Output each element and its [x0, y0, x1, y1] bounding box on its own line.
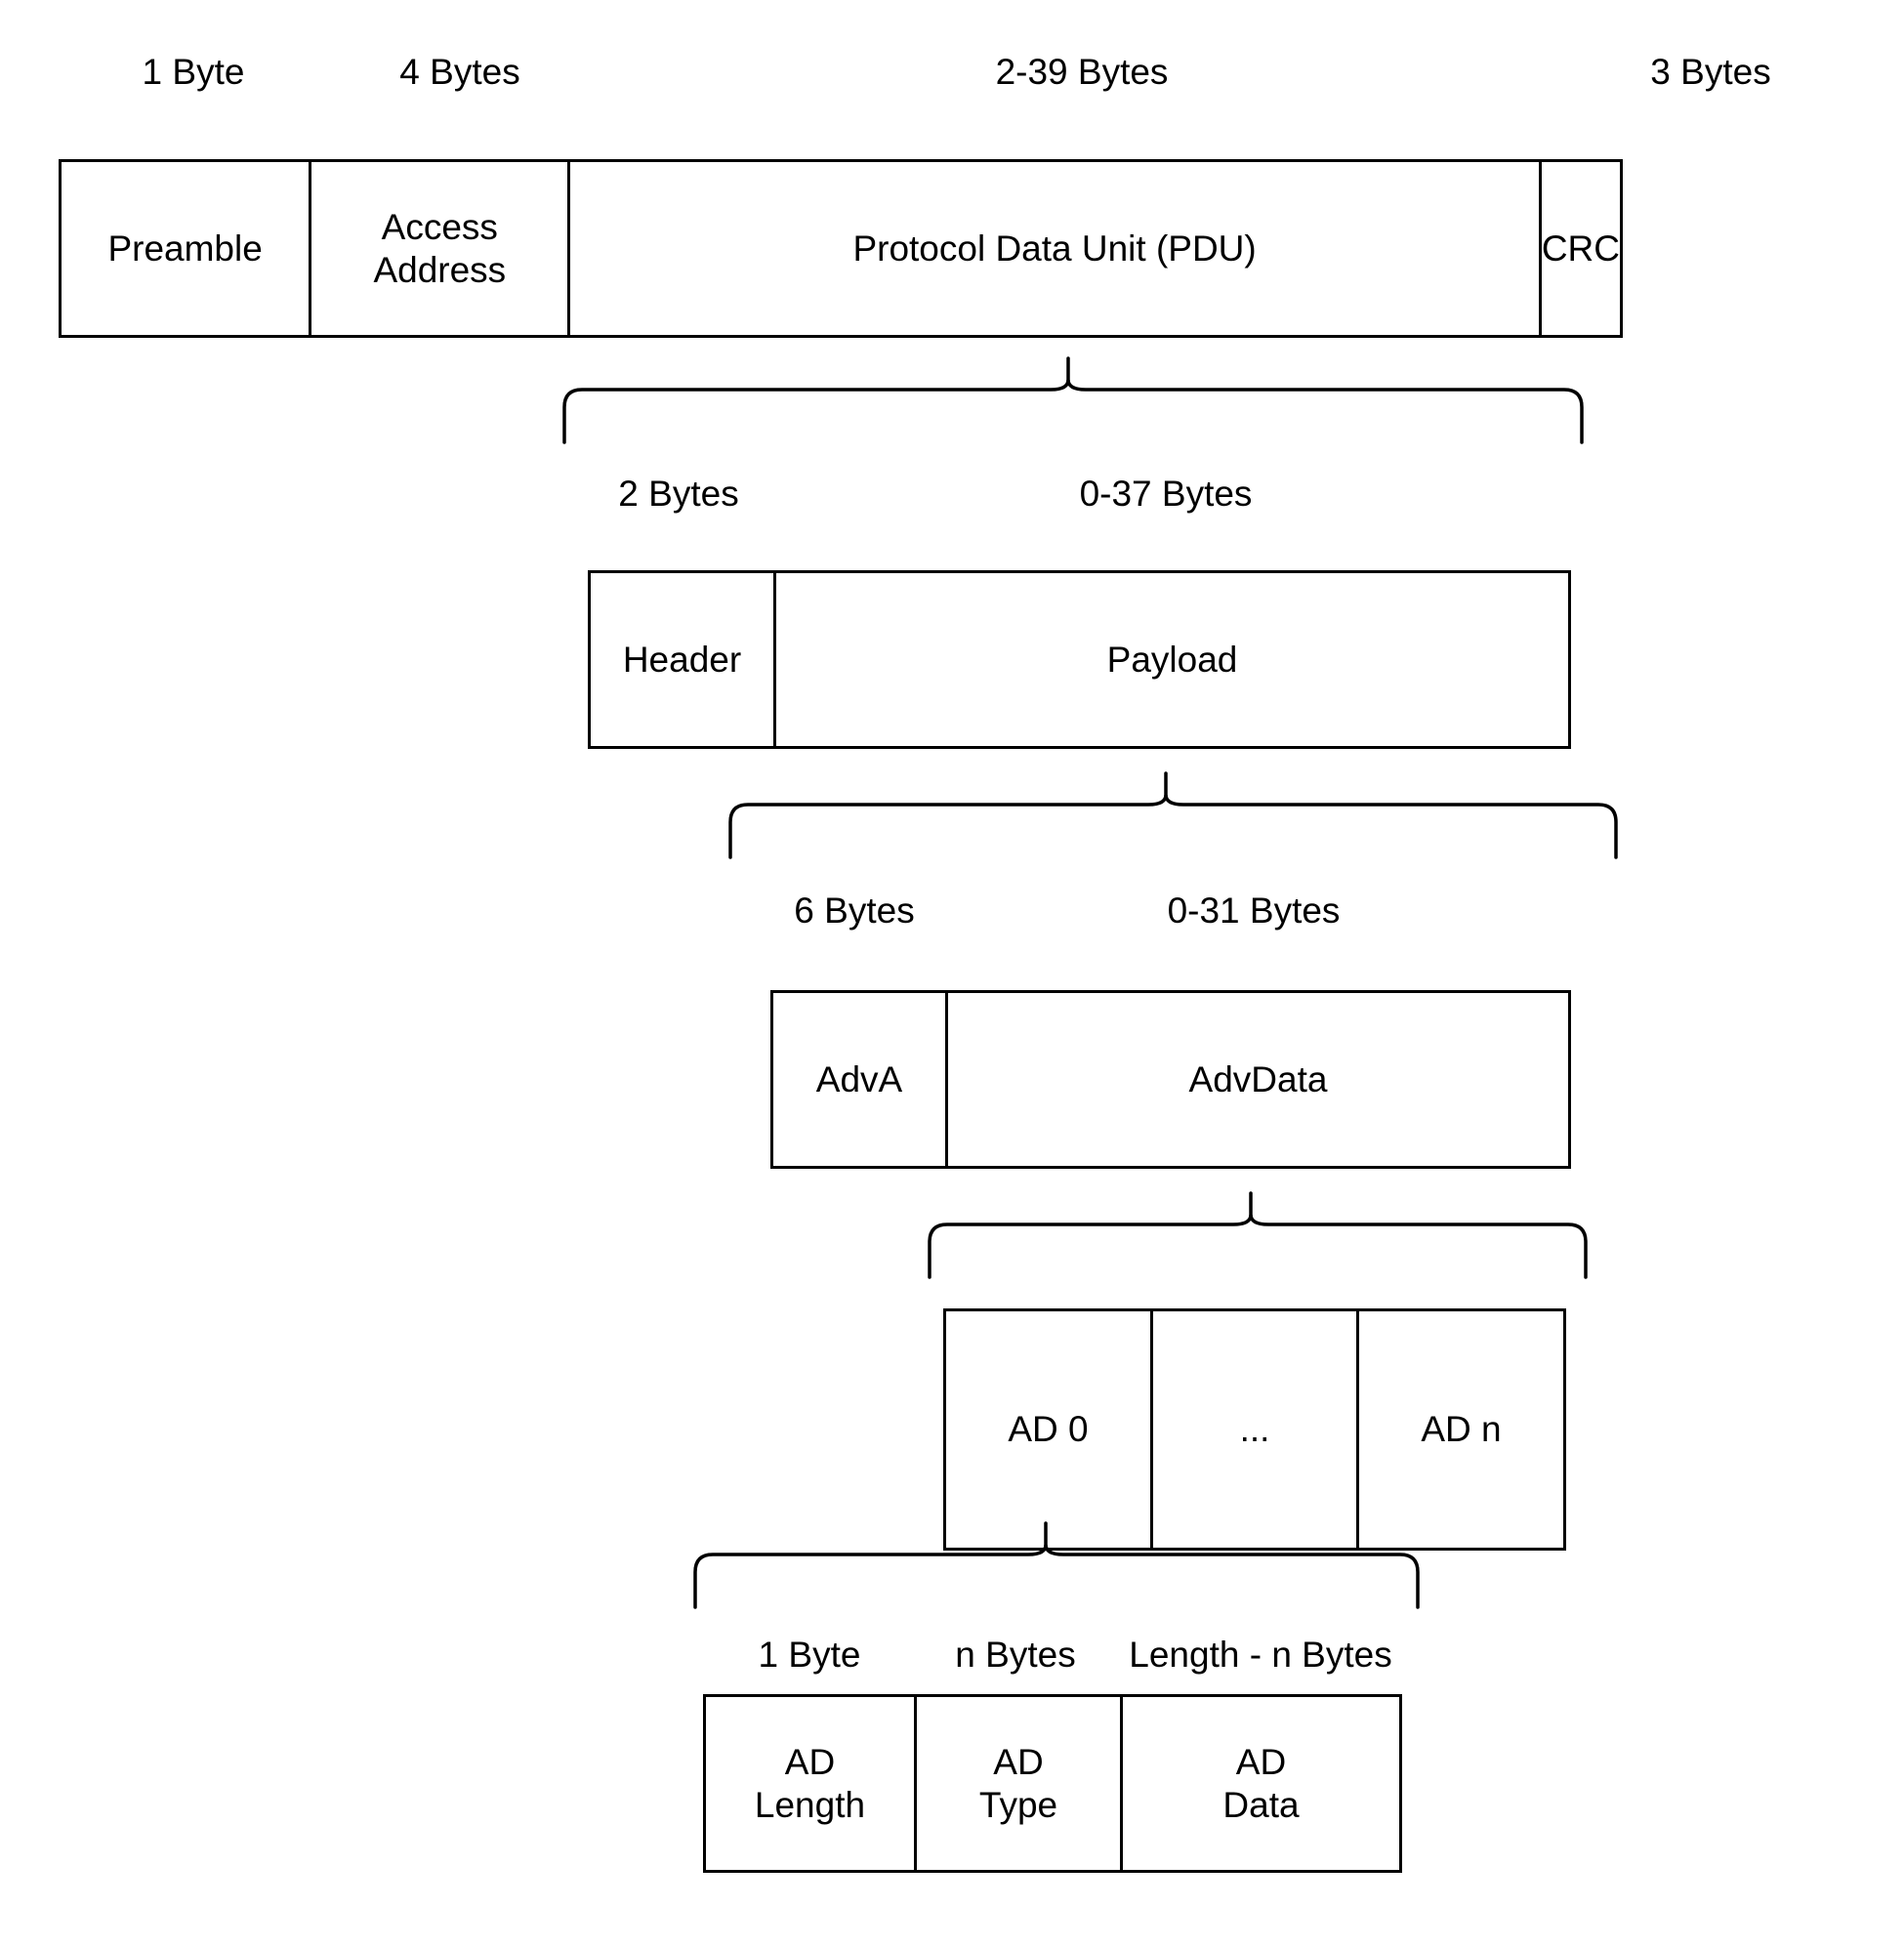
level-4-ad-list-row: AD 0 ... AD n	[943, 1308, 1566, 1551]
field-advdata: AdvData	[945, 993, 1568, 1166]
field-ad-type-label-line1: AD	[993, 1741, 1044, 1782]
size-label-ad-length: 1 Byte	[758, 1635, 861, 1675]
field-ad-length-label-line1: AD	[784, 1741, 836, 1782]
size-label-pdu: 2-39 Bytes	[995, 52, 1169, 92]
size-label-ad-data: Length - n Bytes	[1129, 1635, 1392, 1675]
level-1-packet-row: Preamble Access Address Protocol Data Un…	[59, 159, 1623, 338]
field-ad-0: AD 0	[946, 1311, 1150, 1548]
field-preamble: Preamble	[62, 162, 310, 335]
size-label-preamble: 1 Byte	[142, 52, 245, 92]
field-crc: CRC	[1538, 162, 1620, 335]
level-3-payload-row: AdvA AdvData	[770, 990, 1571, 1169]
field-crc-label: CRC	[1541, 228, 1620, 269]
level-2-pdu-row: Header Payload	[588, 570, 1571, 749]
field-ad-ellipsis-label: ...	[1239, 1409, 1270, 1450]
field-ad-data-label-line1: AD	[1235, 1741, 1287, 1782]
size-label-header: 2 Bytes	[618, 474, 739, 514]
field-ad-length-label-line2: Length	[754, 1784, 866, 1825]
brace-pdu-expand	[557, 356, 1592, 444]
field-ad-n: AD n	[1356, 1311, 1563, 1548]
brace-advdata-expand	[922, 1191, 1595, 1279]
field-pdu: Protocol Data Unit (PDU)	[567, 162, 1539, 335]
field-ad-type: AD Type	[914, 1697, 1120, 1870]
field-ad-data-label-line2: Data	[1222, 1784, 1300, 1825]
size-label-access-address: 4 Bytes	[399, 52, 520, 92]
field-access-address-label-line1: Access	[381, 206, 498, 247]
size-label-payload: 0-37 Bytes	[1079, 474, 1253, 514]
field-preamble-label: Preamble	[107, 228, 263, 269]
field-access-address-label-line2: Address	[373, 249, 507, 290]
size-label-crc: 3 Bytes	[1650, 52, 1771, 92]
field-pdu-label: Protocol Data Unit (PDU)	[852, 228, 1257, 269]
field-ad-type-label-line2: Type	[978, 1784, 1058, 1825]
field-ad-n-label: AD n	[1421, 1409, 1502, 1450]
brace-ad-expand	[687, 1521, 1428, 1609]
level-5-ad-element-row: AD Length AD Type AD Data	[703, 1694, 1402, 1873]
field-ad-ellipsis: ...	[1150, 1311, 1356, 1548]
field-access-address: Access Address	[309, 162, 568, 335]
field-payload-label: Payload	[1106, 639, 1238, 680]
field-adva: AdvA	[773, 993, 945, 1166]
field-header: Header	[591, 573, 773, 746]
size-label-ad-type: n Bytes	[955, 1635, 1076, 1675]
field-ad-length: AD Length	[706, 1697, 914, 1870]
field-header-label: Header	[622, 639, 742, 680]
field-ad-data: AD Data	[1120, 1697, 1399, 1870]
field-ad-0-label: AD 0	[1008, 1409, 1089, 1450]
field-payload: Payload	[773, 573, 1568, 746]
size-label-advdata: 0-31 Bytes	[1167, 891, 1341, 931]
field-adva-label: AdvA	[815, 1058, 903, 1099]
field-advdata-label: AdvData	[1188, 1058, 1328, 1099]
size-label-adva: 6 Bytes	[794, 891, 915, 931]
brace-payload-expand	[723, 771, 1626, 859]
